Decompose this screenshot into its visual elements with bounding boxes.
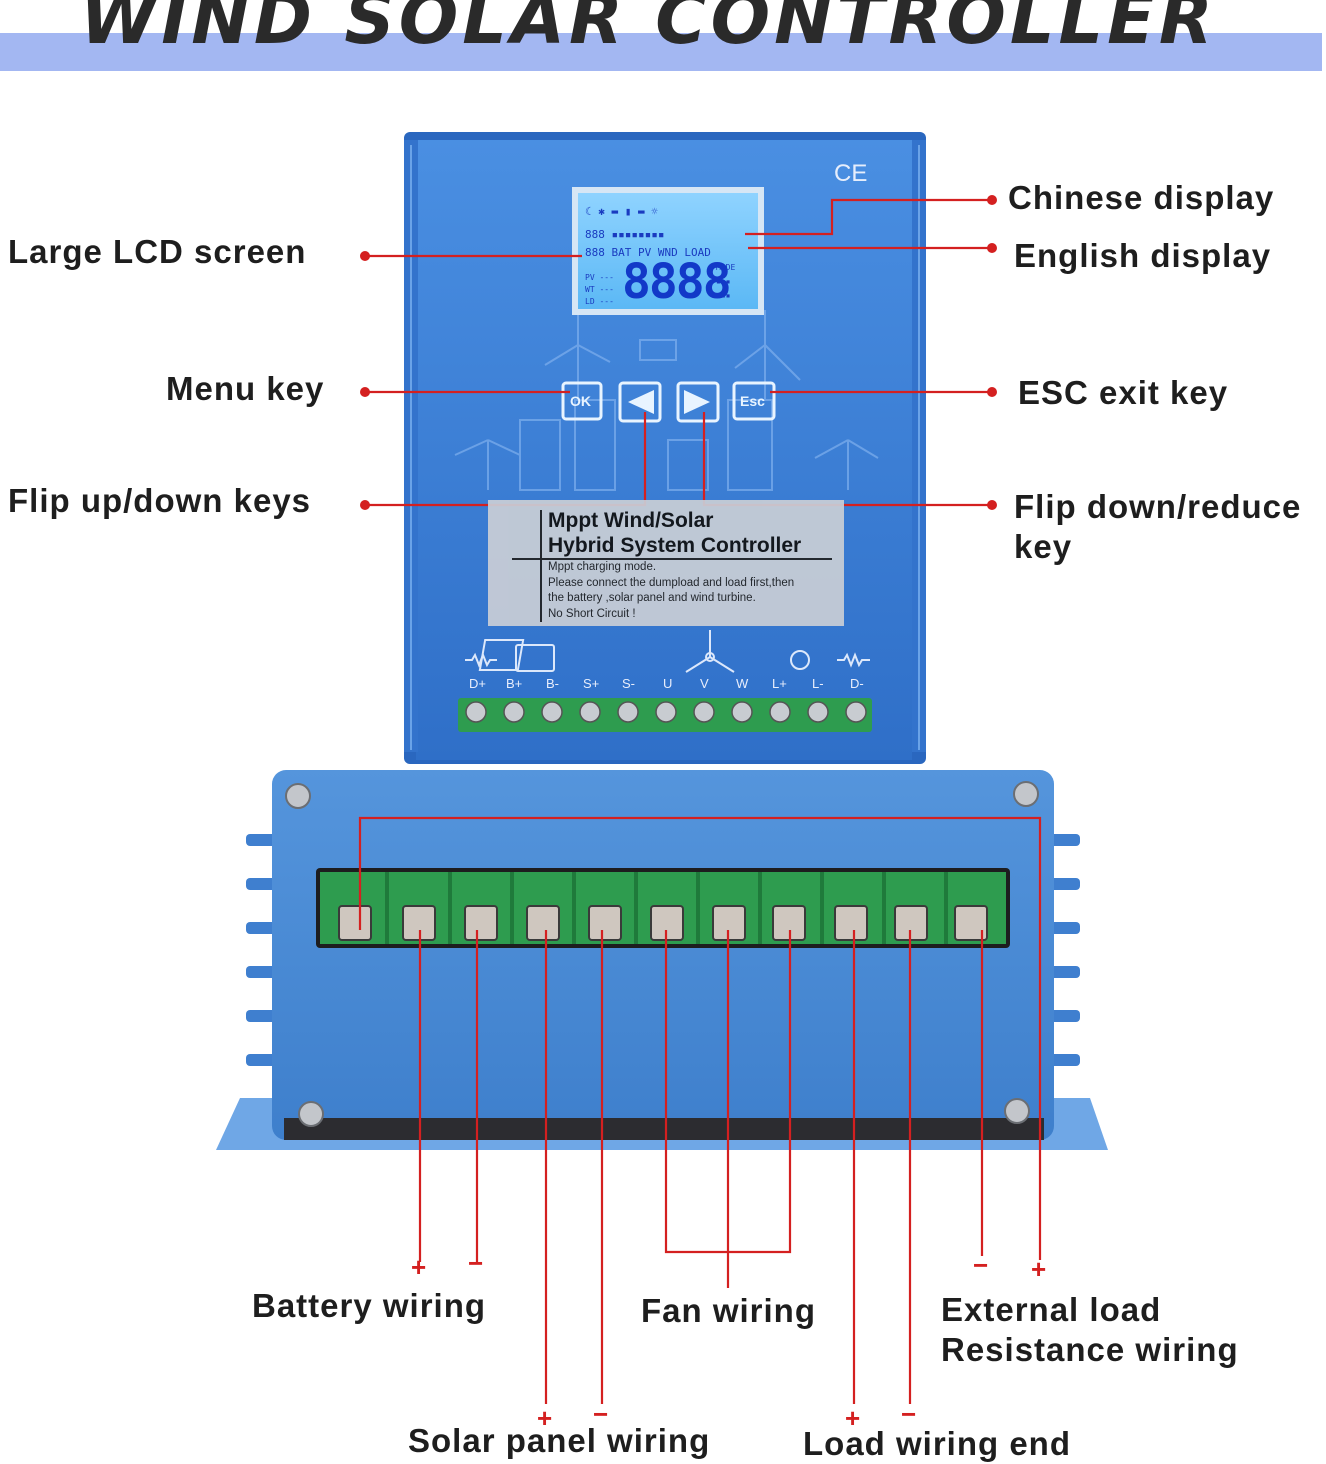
background-artwork <box>454 310 879 491</box>
resistor-icon-right <box>837 652 870 668</box>
solar-panel-icon <box>478 639 525 671</box>
svg-text:WT ---: WT --- <box>585 285 614 294</box>
terminal-label-w: W <box>736 676 749 691</box>
ok-button-label: OK <box>570 393 591 409</box>
load-plus-mark: + <box>845 1403 861 1433</box>
label-title: Mppt Wind/Solar Hybrid System Controller <box>548 508 801 558</box>
leader-lines <box>358 198 1042 1404</box>
ce-mark: CE <box>834 160 868 187</box>
esc-button-label: Esc <box>740 393 765 409</box>
label-rule <box>512 558 832 560</box>
right-button[interactable] <box>676 381 720 423</box>
bottom-unit <box>216 770 1108 1150</box>
terminal-label-l-minus: L- <box>812 676 824 691</box>
right-arrow-icon <box>684 390 710 414</box>
label-line: the battery ,solar panel and wind turbin… <box>548 592 756 604</box>
terminal-label-d-plus: D+ <box>469 676 486 691</box>
label-line: Mppt charging mode. <box>548 561 657 573</box>
left-arrow-icon <box>628 390 654 414</box>
callout-solar: Solar panel wiring <box>408 1422 711 1459</box>
terminal-icons <box>465 630 870 673</box>
terminal-label-s-plus: S+ <box>583 676 600 691</box>
left-button[interactable] <box>618 381 662 423</box>
terminal-label-v: V <box>700 676 709 691</box>
callout-flip-reduce-line-1: Flip down/reduce <box>1014 488 1302 525</box>
callout-battery: Battery wiring <box>252 1287 487 1324</box>
callout-chinese: Chinese display <box>1008 179 1275 216</box>
battery-icon <box>515 644 555 672</box>
svg-text:▪▪▪: ▪▪▪ <box>716 277 730 286</box>
svg-text:888 BAT PV WND LOAD: 888 BAT PV WND LOAD <box>585 246 711 259</box>
callout-load-end: Load wiring end <box>803 1425 1071 1462</box>
terminal-label-b-minus: B- <box>546 676 559 691</box>
load-minus-mark: − <box>901 1399 917 1429</box>
callout-external-load-line-1: External load <box>941 1291 1162 1328</box>
title-band <box>0 33 1322 71</box>
label-title-line-1: Mppt Wind/Solar <box>548 509 714 532</box>
external-plus-mark: + <box>1031 1254 1047 1284</box>
esc-button[interactable] <box>732 381 776 421</box>
lcd-segments: ☾ ✱ ▬ ▮ ▬ ☼ 888 ▪▪▪▪▪▪▪▪ 888 BAT PV WND … <box>585 205 735 306</box>
callout-fan: Fan wiring <box>641 1292 816 1329</box>
terminal-label-b-plus: B+ <box>506 676 523 691</box>
lamp-icon <box>790 650 810 670</box>
callout-flip-reduce-line-2: key <box>1014 528 1073 565</box>
callout-flip-updown: Flip up/down keys <box>8 482 312 519</box>
svg-text:PV ---: PV --- <box>585 273 614 282</box>
terminal-label-l-plus: L+ <box>772 676 787 691</box>
solar-minus-mark: − <box>593 1399 609 1429</box>
callout-lcd: Large LCD screen <box>8 233 307 270</box>
battery-minus-mark: − <box>468 1248 484 1278</box>
lcd-digits: 8888 <box>622 254 732 310</box>
label-text: Mppt charging mode. Please connect the d… <box>548 560 794 622</box>
callout-esc: ESC exit key <box>1018 374 1229 411</box>
external-minus-mark: − <box>973 1250 989 1280</box>
terminal-label-u: U <box>663 676 673 691</box>
svg-text:LD ---: LD --- <box>585 297 614 306</box>
svg-text:☾ ✱ ▬ ▮ ▬ ☼: ☾ ✱ ▬ ▮ ▬ ☼ <box>585 205 658 218</box>
label-title-line-2: Hybrid System Controller <box>548 534 802 557</box>
lcd-screen <box>578 193 758 309</box>
callout-menu: Menu key <box>166 370 325 407</box>
front-unit: ☾ ✱ ▬ ▮ ▬ ☼ 888 ▪▪▪▪▪▪▪▪ 888 BAT PV WND … <box>404 132 926 764</box>
solar-plus-mark: + <box>537 1403 553 1433</box>
label-line: No Short Circuit ! <box>548 607 636 620</box>
front-terminal-screws <box>465 701 867 723</box>
leader-dots <box>360 195 997 510</box>
terminal-label-s-minus: S- <box>622 676 635 691</box>
page-title: WIND SOLAR CONTROLLER <box>80 0 1217 60</box>
product-label: Mppt Wind/Solar Hybrid System Controller… <box>488 500 844 626</box>
callout-external-load-line-2: Resistance wiring <box>941 1331 1239 1368</box>
battery-plus-mark: + <box>411 1252 427 1282</box>
svg-text:▪▪▪: ▪▪▪ <box>716 291 730 300</box>
svg-text:MODE: MODE <box>716 263 735 272</box>
svg-text:888 ▪▪▪▪▪▪▪▪: 888 ▪▪▪▪▪▪▪▪ <box>585 228 664 241</box>
ok-button[interactable] <box>561 381 603 421</box>
label-line: Please connect the dumpload and load fir… <box>548 576 795 589</box>
terminal-label-d-minus: D- <box>850 676 864 691</box>
callout-english: English display <box>1014 237 1272 274</box>
label-bar <box>540 510 542 622</box>
